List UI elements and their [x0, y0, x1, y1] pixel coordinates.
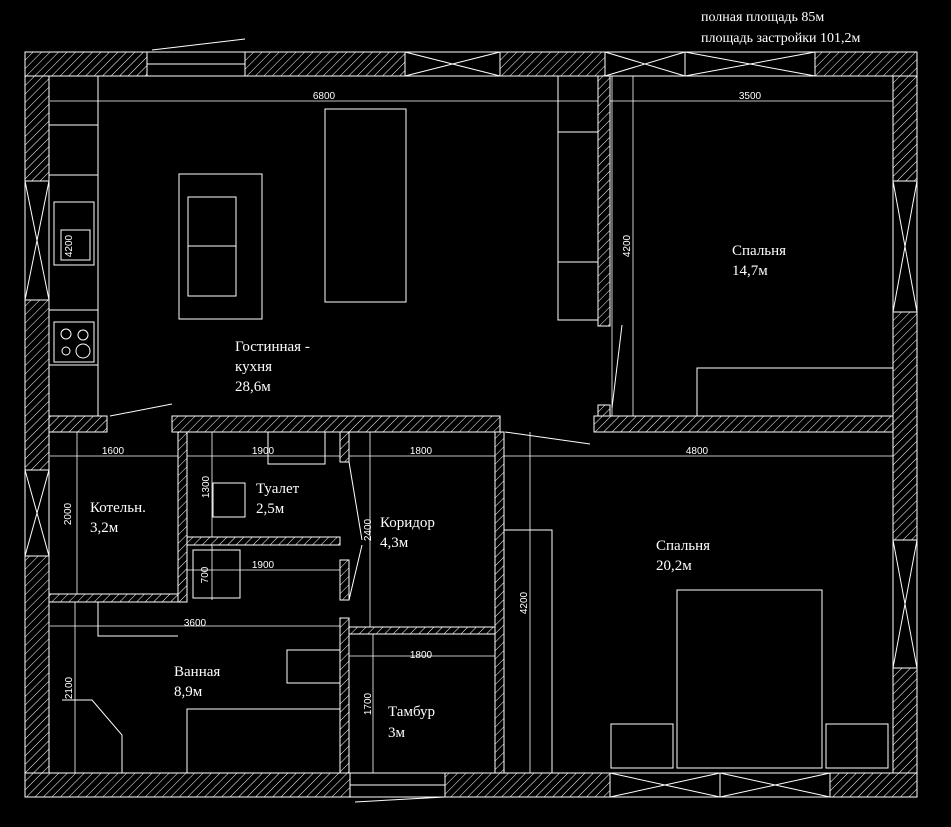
note-total-area: полная площадь 85м — [701, 10, 824, 25]
dim-corridor-width: 1800 — [410, 446, 433, 457]
room-corridor-area: 4,3м — [380, 535, 409, 551]
dim-bedroom-large-depth: 4200 — [519, 591, 530, 614]
dim-closet-width: 1900 — [252, 560, 275, 571]
dim-bedroom-small-width: 3500 — [739, 91, 762, 102]
room-boiler-name: Котельн. — [90, 500, 146, 516]
dimension-lines — [50, 76, 893, 773]
dim-closet-depth: 700 — [200, 566, 211, 583]
dim-vestibule-width: 1800 — [410, 650, 433, 661]
furniture — [49, 75, 893, 773]
note-built-area: площадь застройки 101,2м — [701, 31, 861, 46]
room-corridor-name: Коридор — [380, 515, 435, 531]
room-boiler-area: 3,2м — [90, 520, 119, 536]
exterior-walls — [24, 51, 918, 798]
dim-toilet-depth: 1300 — [201, 475, 212, 498]
dim-vestibule-depth: 1700 — [363, 692, 374, 715]
room-living-kitchen-area: 28,6м — [235, 379, 271, 395]
dimension-labels: 6800 3500 4200 4200 1600 1900 1800 4800 … — [63, 91, 762, 715]
room-living-kitchen-name-1: Гостинная - — [235, 339, 310, 355]
room-toilet-area: 2,5м — [256, 501, 285, 517]
room-labels: Гостинная - кухня 28,6м Спальня 14,7м Ко… — [90, 243, 786, 741]
dim-corridor-depth: 2400 — [363, 518, 374, 541]
room-bedroom-large-area: 20,2м — [656, 558, 692, 574]
room-vestibule-area: 3м — [388, 725, 406, 741]
windows — [24, 51, 918, 798]
room-bedroom-small-name: Спальня — [732, 243, 786, 259]
room-bathroom-area: 8,9м — [174, 684, 203, 700]
interior-walls — [48, 75, 894, 774]
dim-bathroom-width: 3600 — [184, 618, 207, 629]
dim-bedroom-small-depth: 4200 — [622, 234, 633, 257]
dim-bathroom-depth: 2100 — [64, 676, 75, 699]
area-notes: полная площадь 85м площадь застройки 101… — [701, 10, 861, 46]
dim-living-width: 6800 — [313, 91, 336, 102]
dim-boiler-depth: 2000 — [63, 502, 74, 525]
room-toilet-name: Туалет — [256, 481, 300, 497]
dim-kitchen-depth: 4200 — [64, 234, 75, 257]
dim-bedroom-large-width: 4800 — [686, 446, 709, 457]
room-vestibule-name: Тамбур — [388, 704, 435, 720]
room-bedroom-large-name: Спальня — [656, 538, 710, 554]
door-swings — [109, 38, 623, 803]
dim-toilet-width: 1900 — [252, 446, 275, 457]
room-bedroom-small-area: 14,7м — [732, 263, 768, 279]
room-bathroom-name: Ванная — [174, 664, 220, 680]
dim-boiler-width: 1600 — [102, 446, 125, 457]
room-living-kitchen-name-2: кухня — [235, 359, 272, 375]
